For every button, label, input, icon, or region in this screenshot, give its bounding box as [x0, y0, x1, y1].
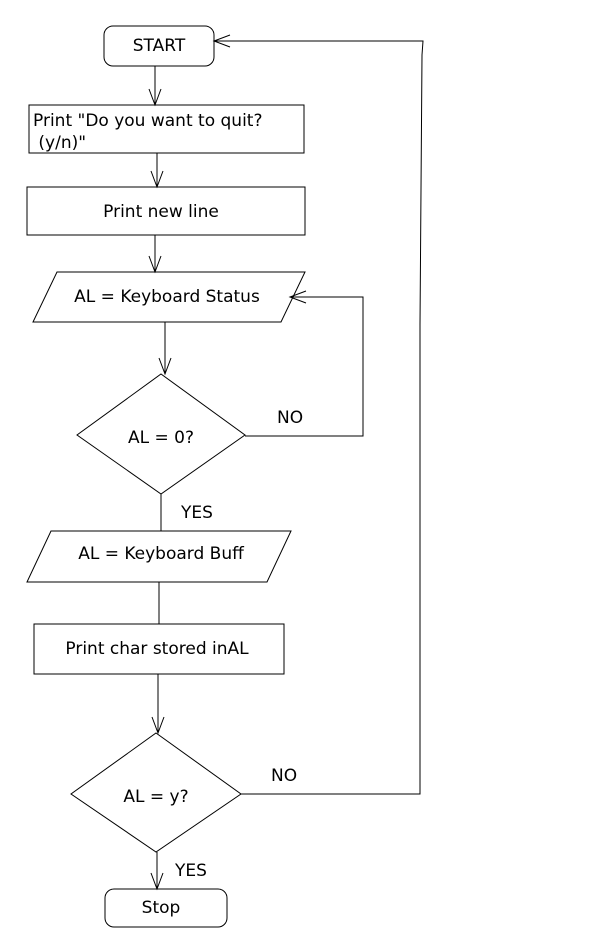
check-zero-label: AL = 0? — [128, 428, 194, 448]
read-buffer-node: AL = Keyboard Buff — [26, 530, 292, 583]
print-char-label: Print char stored inAL — [65, 639, 249, 659]
stop-node: Stop — [104, 888, 228, 928]
check-y-no-label: NO — [271, 766, 297, 786]
edge-print-char-to-check-y — [151, 674, 165, 735]
read-buffer-label: AL = Keyboard Buff — [78, 544, 245, 564]
start-label: START — [133, 36, 186, 56]
check-y-label: AL = y? — [123, 787, 188, 807]
print-quit-node: Print "Do you want to quit? (y/n)" — [28, 104, 305, 154]
check-zero-no-label: NO — [277, 408, 303, 428]
read-status-node: AL = Keyboard Status — [32, 271, 306, 323]
edge-status-to-check-zero — [158, 322, 172, 376]
edge-check-zero-no-loop — [245, 290, 364, 437]
edge-check-y-no-loop — [212, 34, 424, 795]
start-node: START — [103, 25, 215, 67]
print-quit-label-line1: Print "Do you want to quit? — [33, 111, 262, 131]
print-newline-node: Print new line — [26, 186, 306, 236]
edge-check-y-yes-to-stop — [150, 852, 164, 891]
stop-label: Stop — [142, 898, 181, 918]
edge-start-to-print-quit — [148, 66, 162, 107]
edge-print-quit-to-newline — [150, 153, 164, 189]
print-newline-label: Print new line — [103, 202, 219, 222]
check-y-node: AL = y? — [70, 732, 242, 853]
print-quit-label-line2: (y/n)" — [33, 133, 86, 153]
edge-newline-to-status — [148, 235, 162, 274]
read-status-label: AL = Keyboard Status — [74, 287, 260, 307]
check-zero-yes-label: YES — [180, 503, 213, 523]
check-y-yes-label: YES — [174, 861, 207, 881]
print-char-node: Print char stored inAL — [33, 623, 285, 675]
check-zero-node: AL = 0? — [76, 373, 246, 495]
